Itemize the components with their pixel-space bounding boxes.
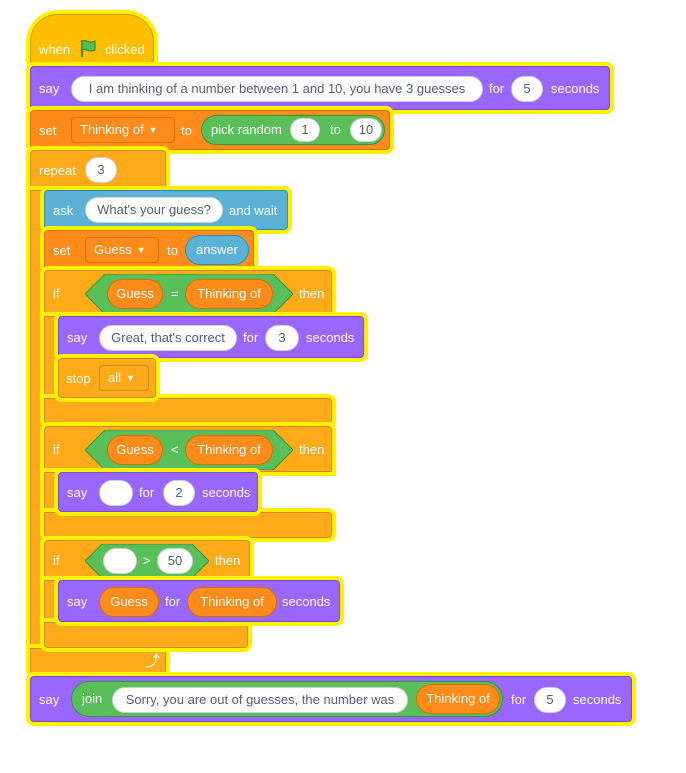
repeat-label: repeat: [39, 163, 76, 178]
if-label: if: [53, 442, 60, 457]
message-input[interactable]: [99, 480, 133, 506]
variable-dropdown-value: Thinking of: [80, 122, 144, 137]
caret-down-icon: ▼: [148, 125, 158, 135]
seconds-input[interactable]: 5: [511, 76, 543, 102]
equals-symbol: =: [171, 286, 179, 301]
set-label: set: [39, 123, 57, 138]
random-max-input[interactable]: 10: [350, 118, 382, 142]
if-label: if: [53, 553, 60, 568]
if-label: if: [53, 286, 60, 301]
for-label: for: [489, 81, 505, 96]
repeat-arm: [30, 190, 44, 648]
clicked-label: clicked: [105, 42, 145, 57]
say-for-seconds-block[interactable]: say I am thinking of a number between 1 …: [30, 66, 610, 110]
say-guess-block[interactable]: say Guess for Thinking of seconds: [58, 580, 340, 622]
variable-dropdown[interactable]: Guess ▼: [85, 237, 159, 263]
then-label: then: [215, 553, 241, 568]
repeat-block[interactable]: repeat 3: [30, 150, 166, 190]
and-wait-label: and wait: [229, 203, 278, 218]
random-min-input[interactable]: 1: [290, 118, 320, 142]
seconds-input[interactable]: 2: [163, 480, 195, 506]
green-flag-icon: [80, 39, 96, 57]
set-variable-block[interactable]: set Thinking of ▼ to pick random 1 to 10: [30, 110, 390, 150]
caret-down-icon: ▼: [136, 245, 146, 255]
pick-random-label: pick random: [211, 122, 282, 137]
when-label: when: [39, 42, 71, 57]
right-operand-input[interactable]: 50: [157, 548, 193, 574]
for-label: for: [243, 330, 259, 345]
thinking-of-reporter[interactable]: Thinking of: [185, 435, 273, 465]
pick-random-reporter[interactable]: pick random 1 to 10: [201, 115, 385, 145]
then-label: then: [299, 286, 325, 301]
set-guess-block[interactable]: set Guess ▼ to answer: [44, 230, 254, 270]
join-label: join: [82, 691, 103, 706]
guess-reporter[interactable]: Guess: [99, 587, 159, 617]
ask-label: ask: [53, 203, 74, 218]
stop-option-value: all: [108, 370, 122, 385]
message-input[interactable]: Great, that's correct: [99, 325, 237, 351]
seconds-label: seconds: [202, 485, 251, 500]
if-equals-arm: [44, 316, 58, 398]
say-label: say: [39, 692, 60, 707]
if-less-than-arm: [44, 472, 58, 512]
if-greater-than-footer: [44, 622, 248, 648]
answer-reporter[interactable]: answer: [185, 235, 249, 265]
message-input[interactable]: I am thinking of a number between 1 and …: [71, 76, 483, 102]
question-input[interactable]: What's your guess?: [85, 197, 223, 223]
for-label: for: [511, 692, 527, 707]
seconds-label: seconds: [573, 692, 622, 707]
caret-down-icon: ▼: [126, 373, 135, 383]
if-greater-than-block[interactable]: if > 50 then: [44, 540, 250, 580]
loop-arrow-icon: ⤴: [145, 653, 161, 670]
if-less-than-block[interactable]: if Guess < Thinking of then: [44, 426, 332, 472]
greater-than-operator[interactable]: > 50: [85, 544, 209, 578]
say-label: say: [67, 330, 88, 345]
join-text-input[interactable]: Sorry, you are out of guesses, the numbe…: [112, 687, 408, 713]
variable-dropdown-value: Guess: [94, 242, 132, 257]
to-label: to: [167, 243, 178, 258]
guess-reporter[interactable]: Guess: [107, 435, 163, 465]
if-equals-footer: [44, 398, 332, 424]
say-correct-block[interactable]: say Great, that's correct for 3 seconds: [58, 316, 364, 358]
say-label: say: [67, 594, 88, 609]
for-label: for: [139, 485, 155, 500]
thinking-of-reporter[interactable]: Thinking of: [185, 279, 273, 309]
say-join-block[interactable]: say join Sorry, you are out of guesses, …: [30, 676, 632, 722]
if-greater-than-arm: [44, 580, 58, 622]
ask-and-wait-block[interactable]: ask What's your guess? and wait: [44, 190, 288, 230]
stop-label: stop: [66, 371, 91, 386]
repeat-count-input[interactable]: 3: [85, 157, 117, 183]
stop-option-dropdown[interactable]: all ▼: [99, 365, 149, 391]
when-flag-clicked-block[interactable]: when clicked: [30, 14, 154, 64]
seconds-input[interactable]: 5: [534, 687, 566, 713]
equals-operator[interactable]: Guess = Thinking of: [85, 274, 293, 314]
then-label: then: [299, 442, 325, 457]
set-label: set: [53, 243, 71, 258]
say-label: say: [67, 485, 88, 500]
seconds-label: seconds: [306, 330, 355, 345]
for-label: for: [165, 594, 181, 609]
repeat-footer: ⤴: [30, 648, 166, 674]
left-operand-input[interactable]: [103, 548, 137, 574]
less-than-operator[interactable]: Guess < Thinking of: [85, 430, 293, 470]
random-to-label: to: [330, 122, 341, 137]
join-reporter[interactable]: join Sorry, you are out of guesses, the …: [71, 681, 503, 717]
seconds-input[interactable]: 3: [265, 325, 299, 351]
guess-reporter[interactable]: Guess: [107, 279, 163, 309]
say-empty-block[interactable]: say for 2 seconds: [58, 472, 258, 512]
stop-all-block[interactable]: stop all ▼: [58, 358, 156, 398]
seconds-label: seconds: [282, 594, 331, 609]
less-than-symbol: <: [171, 442, 179, 457]
thinking-of-reporter[interactable]: Thinking of: [416, 684, 500, 714]
thinking-of-reporter[interactable]: Thinking of: [187, 587, 277, 617]
to-label: to: [181, 123, 192, 138]
say-label: say: [39, 81, 60, 96]
variable-dropdown[interactable]: Thinking of ▼: [71, 117, 175, 143]
if-less-than-footer: [44, 512, 332, 538]
greater-than-symbol: >: [143, 553, 151, 568]
seconds-label: seconds: [551, 81, 600, 96]
if-equals-block[interactable]: if Guess = Thinking of then: [44, 270, 332, 316]
